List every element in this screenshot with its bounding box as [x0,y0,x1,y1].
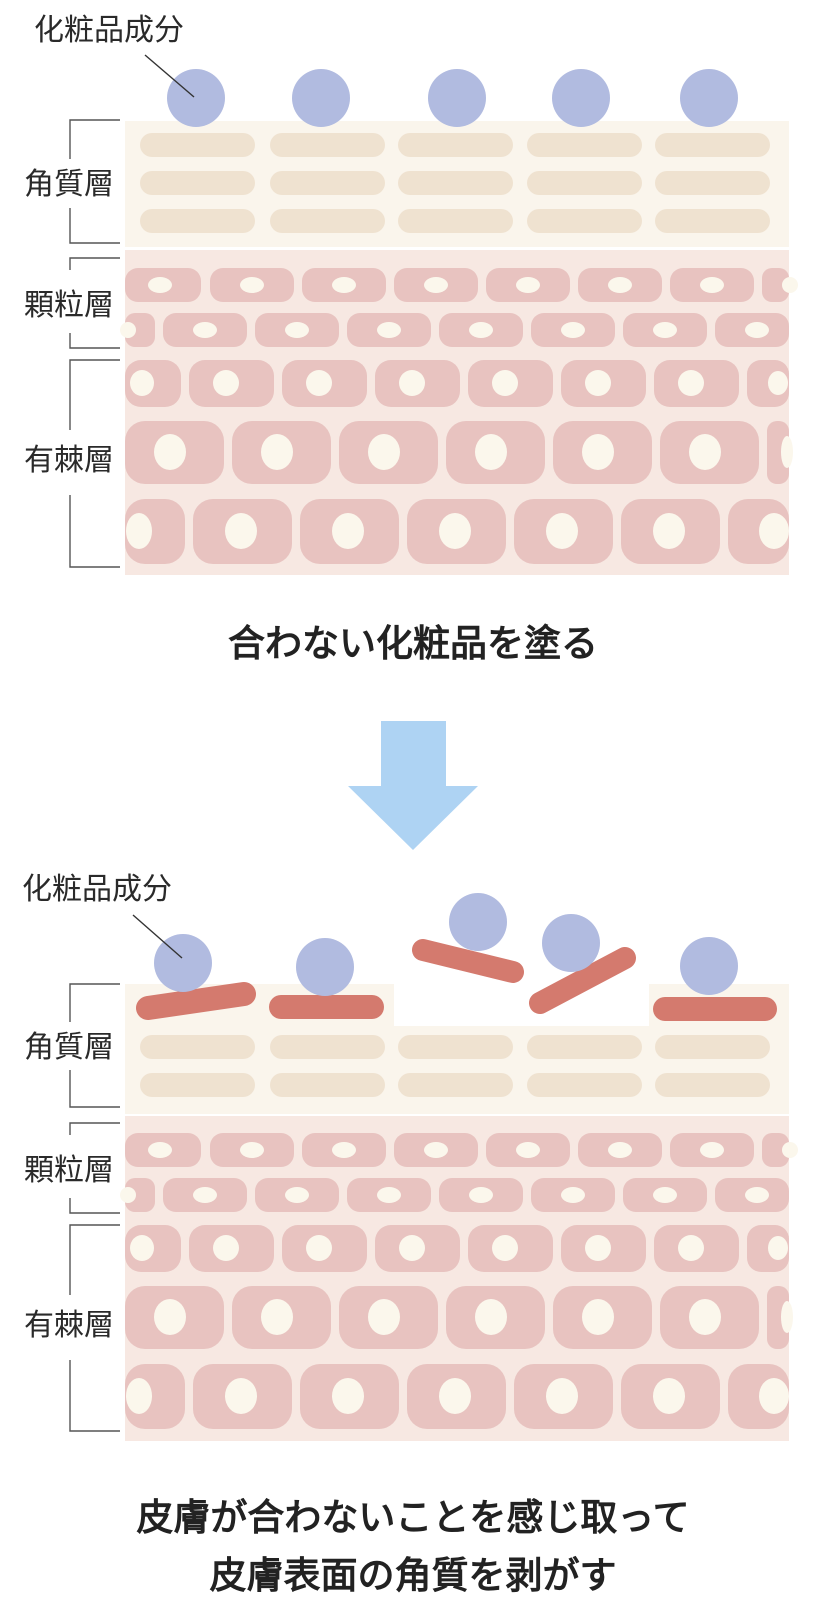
peeled-flake [529,947,636,1014]
peeled-flake [136,982,256,1020]
bottom-layer-brackets [69,983,120,1432]
ingredient-particle [680,937,738,995]
bottom-label-granular: 顆粒層 [24,1153,114,1188]
peeled-flake [412,939,524,983]
top-panel: 化粧品成分 角質層 顆粒層 有棘層 合わない化粧品を塗る [24,13,798,665]
ingredient-particle [428,69,486,127]
peeled-corneum-flakes [136,939,777,1021]
top-corneum-cells [140,133,770,233]
top-label-stratum-corneum: 角質層 [24,167,114,202]
ingredient-particle [542,914,600,972]
bottom-ingredients [154,893,738,996]
top-caption: 合わない化粧品を塗る [228,622,598,665]
bottom-caption-line-2: 皮膚表面の角質を剥がす [210,1554,617,1597]
top-label-spinous: 有棘層 [24,443,114,478]
top-label-granular: 顆粒層 [24,288,114,323]
top-spinous-cells [125,360,793,564]
top-ingredients [167,69,738,127]
bottom-label-spinous: 有棘層 [24,1308,114,1343]
bottom-granular-cells [120,1133,798,1212]
top-ingredient-label: 化粧品成分 [34,13,184,48]
ingredient-particle [154,934,212,992]
ingredient-particle [680,69,738,127]
ingredient-particle [292,69,350,127]
top-layer-brackets [69,119,120,568]
down-arrow-icon [348,721,478,850]
bottom-spinous-cells [125,1225,793,1429]
ingredient-particle [449,893,507,951]
ingredient-particle [296,938,354,996]
bottom-caption-line-1: 皮膚が合わないことを感じ取って [136,1496,689,1539]
bottom-ingredient-label: 化粧品成分 [22,872,172,907]
top-granular-cells [120,268,798,347]
top-ingredient-leader-line [144,54,195,98]
bottom-label-stratum-corneum: 角質層 [24,1030,114,1065]
removed-corneum-gap [394,984,649,1026]
bottom-ingredient-leader-line [132,914,183,959]
ingredient-particle [167,69,225,127]
ingredient-particle [552,69,610,127]
bottom-corneum-cells [140,1035,770,1097]
bottom-panel: 化粧品成分 角質層 顆粒層 有棘層 皮膚が合わないことを感じ取って 皮膚表面の角… [22,872,798,1597]
